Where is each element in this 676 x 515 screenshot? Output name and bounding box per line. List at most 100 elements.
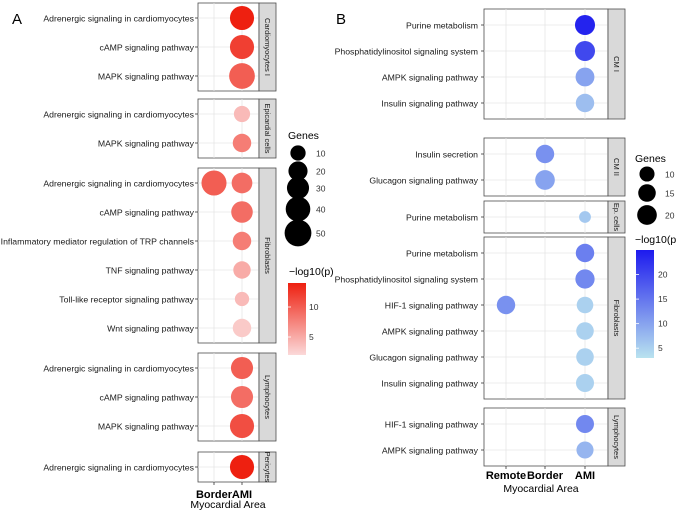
- dot-a-fibroblasts-ami: [232, 231, 252, 251]
- row-label-a: MAPK signaling pathway: [98, 422, 195, 432]
- color-legend-label-a: 5: [309, 332, 314, 342]
- row-label-b: Glucagon signaling pathway: [369, 176, 478, 186]
- x-axis-title-a: Myocardial Area: [190, 499, 265, 511]
- dot-a-cardiomyocytes-i-ami: [229, 5, 255, 31]
- row-label-a: MAPK signaling pathway: [98, 72, 195, 82]
- facet-panel-a-fibroblasts: [197, 167, 260, 344]
- size-legend-dot-a: [290, 145, 306, 161]
- color-legend-label-b: 10: [658, 319, 668, 329]
- row-label-a: Adrenergic signaling in cardiomyocytes: [43, 179, 194, 189]
- row-label-b: Insulin signaling pathway: [381, 99, 478, 109]
- facet-strip-label-a: Cardiomyocytes I: [263, 18, 272, 76]
- row-label-a: Adrenergic signaling in cardiomyocytes: [43, 364, 194, 374]
- size-legend-label-b: 15: [665, 189, 675, 199]
- dot-a-cardiomyocytes-i-ami: [229, 34, 255, 60]
- dot-a-cardiomyocytes-i-ami: [229, 63, 255, 89]
- facet-panel-a-epicardial-cells: [197, 98, 260, 159]
- row-labels-a: Adrenergic signaling in cardiomyocytes cA…: [1, 14, 252, 502]
- facet-strip-b-ep-cells: [607, 200, 626, 234]
- size-legend-dot-a: [285, 196, 311, 222]
- color-legend-label-b: 5: [658, 343, 663, 353]
- x-tick-label-b-remote: Remote: [486, 470, 526, 482]
- dot-b-fibroblasts-ami: [575, 269, 595, 289]
- dot-a-lymphocytes-ami: [230, 356, 254, 380]
- size-legend-dot-a: [288, 161, 308, 181]
- facet-strip-a-fibroblasts: [258, 167, 277, 344]
- facet-strip-label-b: Ep. cells: [612, 203, 621, 232]
- dot-a-fibroblasts-ami: [231, 201, 253, 223]
- color-legend-bar-a: [288, 283, 306, 355]
- dot-b-fibroblasts-ami: [576, 374, 594, 392]
- facet-strip-label-b: CM II: [612, 158, 621, 176]
- row-label-a: cAMP signaling pathway: [100, 208, 195, 218]
- dot-a-fibroblasts-ami: [234, 291, 250, 307]
- panel-label-a: A: [12, 11, 22, 28]
- size-legend-label-b: 20: [665, 211, 675, 221]
- size-legend-title-b: Genes: [635, 153, 666, 165]
- dot-b-lymphocytes-ami: [576, 441, 594, 459]
- dot-b-cm-i-ami: [574, 40, 596, 62]
- row-label-a: Adrenergic signaling in cardiomyocytes: [43, 110, 194, 120]
- dot-a-fibroblasts-border: [201, 170, 227, 196]
- size-legend-label-a: 50: [316, 229, 326, 239]
- dot-b-cm-i-ami: [575, 67, 595, 87]
- x-tick-label-b-ami: AMI: [575, 470, 595, 482]
- row-label-b: Phosphatidylinositol signaling system: [335, 47, 478, 57]
- dot-b-fibroblasts-ami: [576, 322, 594, 340]
- row-label-a: Adrenergic signaling in cardiomyocytes: [43, 14, 194, 24]
- facet-strip-label-a: Lymphocytes: [263, 375, 272, 419]
- row-label-a: cAMP signaling pathway: [100, 393, 195, 403]
- color-legend-title-b: −log10(p): [635, 234, 676, 246]
- dot-a-epicardial-cells-ami: [233, 105, 251, 123]
- row-label-b: AMPK signaling pathway: [382, 327, 479, 337]
- facet-strip-a-epicardial-cells: [258, 98, 277, 159]
- size-legend-dot-b: [638, 184, 656, 202]
- dot-b-fibroblasts-remote: [496, 295, 516, 315]
- row-label-b: Glucagon signaling pathway: [369, 353, 478, 363]
- size-legend-dot-b: [639, 166, 655, 182]
- x-tick-label-a-ami: AMI: [232, 489, 252, 501]
- dot-b-fibroblasts-ami: [575, 243, 595, 263]
- panel-label-b: B: [336, 11, 346, 28]
- size-legend-label-a: 10: [316, 149, 326, 159]
- size-legend-dot-b: [637, 205, 657, 225]
- facet-strip-label-b: Lymphocytes: [612, 415, 621, 459]
- dot-a-fibroblasts-ami: [231, 172, 253, 194]
- facet-strip-a-cardiomyocytes-i: [258, 2, 277, 92]
- dot-a-fibroblasts-ami: [233, 261, 251, 279]
- size-legend-title-a: Genes: [288, 130, 319, 142]
- dot-b-cm-ii-border: [535, 170, 555, 190]
- dot-a-pericytes-ami: [229, 454, 255, 480]
- size-legend-label-b: 10: [665, 170, 675, 180]
- row-label-b: Insulin secretion: [415, 150, 478, 160]
- dot-b-cm-ii-border: [535, 144, 555, 164]
- facet-strip-label-b: Fibroblasts: [612, 300, 621, 337]
- x-axis-title-b: Myocardial Area: [503, 483, 578, 495]
- color-legend-bar-b: [636, 250, 654, 358]
- row-label-b: Purine metabolism: [406, 213, 478, 223]
- row-label-a: TNF signaling pathway: [106, 266, 195, 276]
- size-legend-label-a: 40: [316, 205, 326, 215]
- points-layer-a: [201, 5, 255, 480]
- color-legend-title-a: −log10(p): [289, 266, 334, 278]
- points-layer-b: [496, 14, 596, 459]
- row-label-b: AMPK signaling pathway: [382, 446, 479, 456]
- facet-strip-b-fibroblasts: [607, 236, 626, 400]
- color-legend-label-a: 10: [309, 302, 319, 312]
- row-label-a: Toll-like receptor signaling pathway: [59, 295, 194, 305]
- size-legend-label-a: 30: [316, 184, 326, 194]
- dot-b-cm-i-ami: [575, 93, 595, 113]
- facet-strip-label-a: Fibroblasts: [263, 237, 272, 274]
- row-label-a: Inflammatory mediator regulation of TRP …: [1, 237, 195, 247]
- row-label-a: Wnt signaling pathway: [107, 324, 195, 334]
- dot-a-lymphocytes-ami: [229, 413, 255, 439]
- facet-strip-b-cm-ii: [607, 137, 626, 197]
- row-label-b: Purine metabolism: [406, 21, 478, 31]
- dot-b-ep-cells-ami: [579, 211, 591, 223]
- dot-b-fibroblasts-ami: [576, 348, 594, 366]
